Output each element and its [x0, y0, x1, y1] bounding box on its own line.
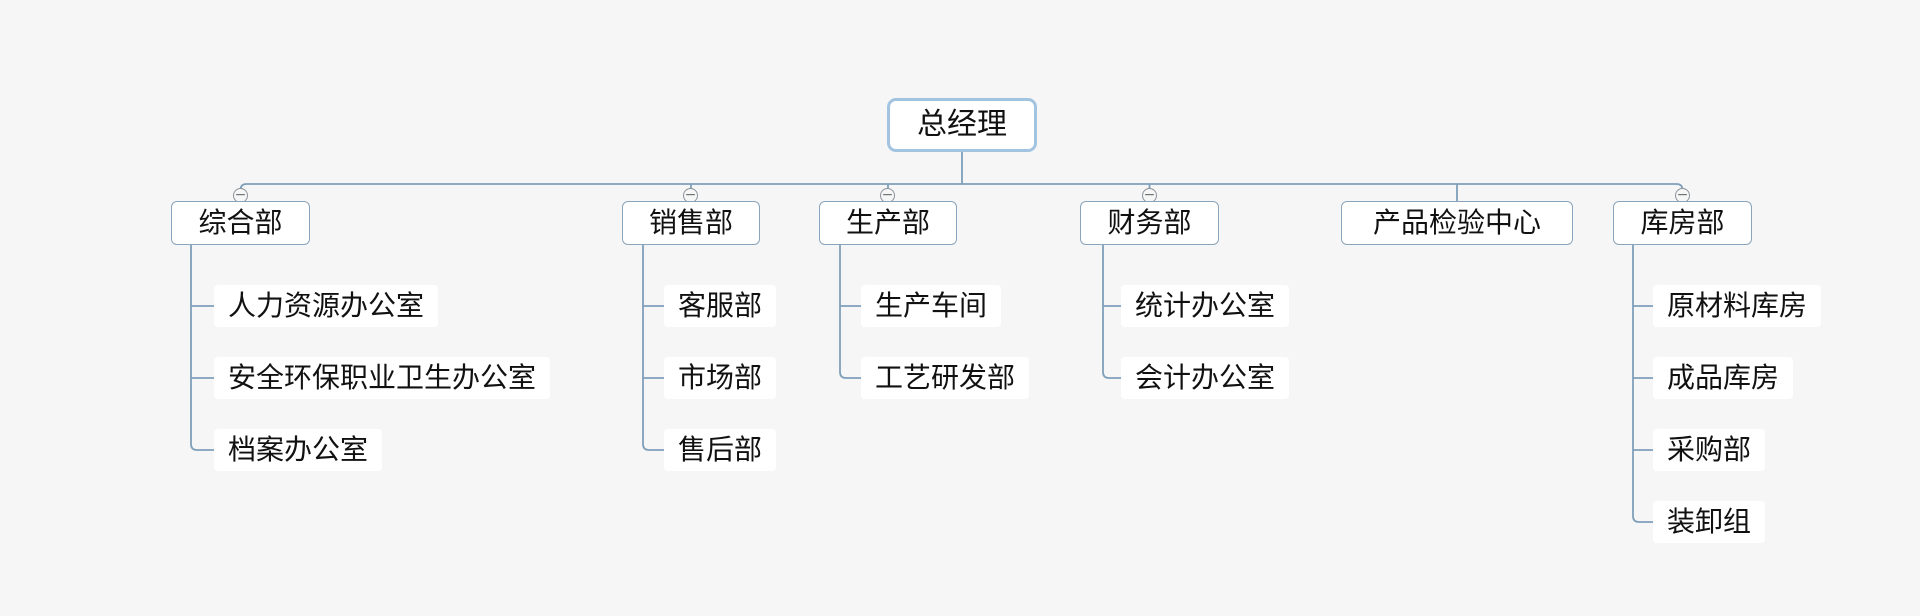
- node-branch[interactable]: 综合部: [171, 201, 310, 245]
- node-branch[interactable]: 库房部: [1613, 201, 1752, 245]
- node-branch[interactable]: 生产部: [819, 201, 957, 245]
- node-child[interactable]: 售后部: [664, 429, 777, 471]
- node-child[interactable]: 生产车间: [861, 285, 1002, 327]
- collapse-toggle[interactable]: −: [683, 188, 698, 203]
- node-branch[interactable]: 财务部: [1080, 201, 1219, 245]
- collapse-toggle[interactable]: −: [880, 188, 895, 203]
- node-child[interactable]: 安全环保职业卫生办公室: [214, 357, 551, 399]
- node-child[interactable]: 统计办公室: [1121, 285, 1290, 327]
- node-child[interactable]: 成品库房: [1653, 357, 1794, 399]
- node-child[interactable]: 装卸组: [1653, 501, 1766, 543]
- node-child[interactable]: 原材料库房: [1653, 285, 1822, 327]
- minus-icon: −: [684, 187, 697, 203]
- minus-icon: −: [1676, 187, 1689, 203]
- node-branch[interactable]: 销售部: [622, 201, 760, 245]
- node-child[interactable]: 市场部: [664, 357, 777, 399]
- node-child[interactable]: 客服部: [664, 285, 777, 327]
- node-branch[interactable]: 产品检验中心: [1341, 201, 1573, 245]
- node-root[interactable]: 总经理: [887, 98, 1037, 152]
- node-child[interactable]: 工艺研发部: [861, 357, 1030, 399]
- minus-icon: −: [234, 187, 247, 203]
- node-child[interactable]: 会计办公室: [1121, 357, 1290, 399]
- node-child[interactable]: 人力资源办公室: [214, 285, 439, 327]
- minus-icon: −: [1143, 187, 1156, 203]
- minus-icon: −: [881, 187, 894, 203]
- node-child[interactable]: 采购部: [1653, 429, 1766, 471]
- node-child[interactable]: 档案办公室: [214, 429, 383, 471]
- connector-spine: [239, 183, 1684, 201]
